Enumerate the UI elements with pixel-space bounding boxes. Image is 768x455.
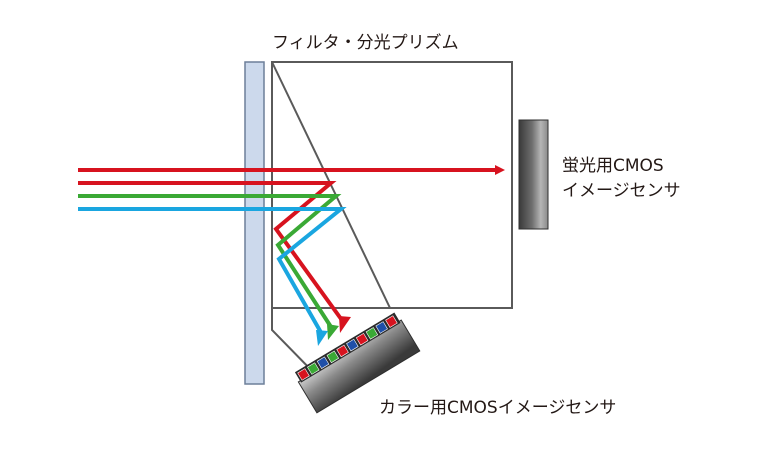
color-cmos-sensor — [294, 312, 421, 414]
beam-visible-blue — [78, 207, 347, 337]
prism-title-label: フィルタ・分光プリズム — [272, 33, 459, 53]
pixel-blue — [316, 356, 330, 369]
fluorescence-sensor-label-line1: 蛍光用CMOS — [562, 156, 664, 176]
beam-visible-green — [78, 194, 342, 332]
pixel-blue — [375, 321, 388, 334]
pixel-blue — [346, 338, 359, 352]
pixel-red — [336, 344, 349, 358]
fluorescence-cmos-sensor — [518, 119, 549, 230]
filter-plate — [244, 61, 265, 385]
pixel-green — [307, 362, 320, 375]
color-filter-pixels — [297, 315, 398, 381]
pixel-green — [365, 327, 379, 340]
color-sensor-label: カラー用CMOSイメージセンサ — [379, 398, 617, 418]
arrowhead-green — [327, 324, 339, 340]
beam-visible-red — [78, 181, 346, 325]
fluorescence-sensor-label-line2: イメージセンサ — [562, 181, 681, 201]
pixel-red — [355, 332, 369, 346]
pixel-green — [326, 350, 340, 364]
pixel-red — [297, 368, 310, 381]
prism-lower-face — [271, 308, 318, 377]
arrowhead-blue — [316, 330, 328, 346]
arrowhead-red — [339, 316, 351, 333]
pixel-red — [385, 315, 398, 328]
